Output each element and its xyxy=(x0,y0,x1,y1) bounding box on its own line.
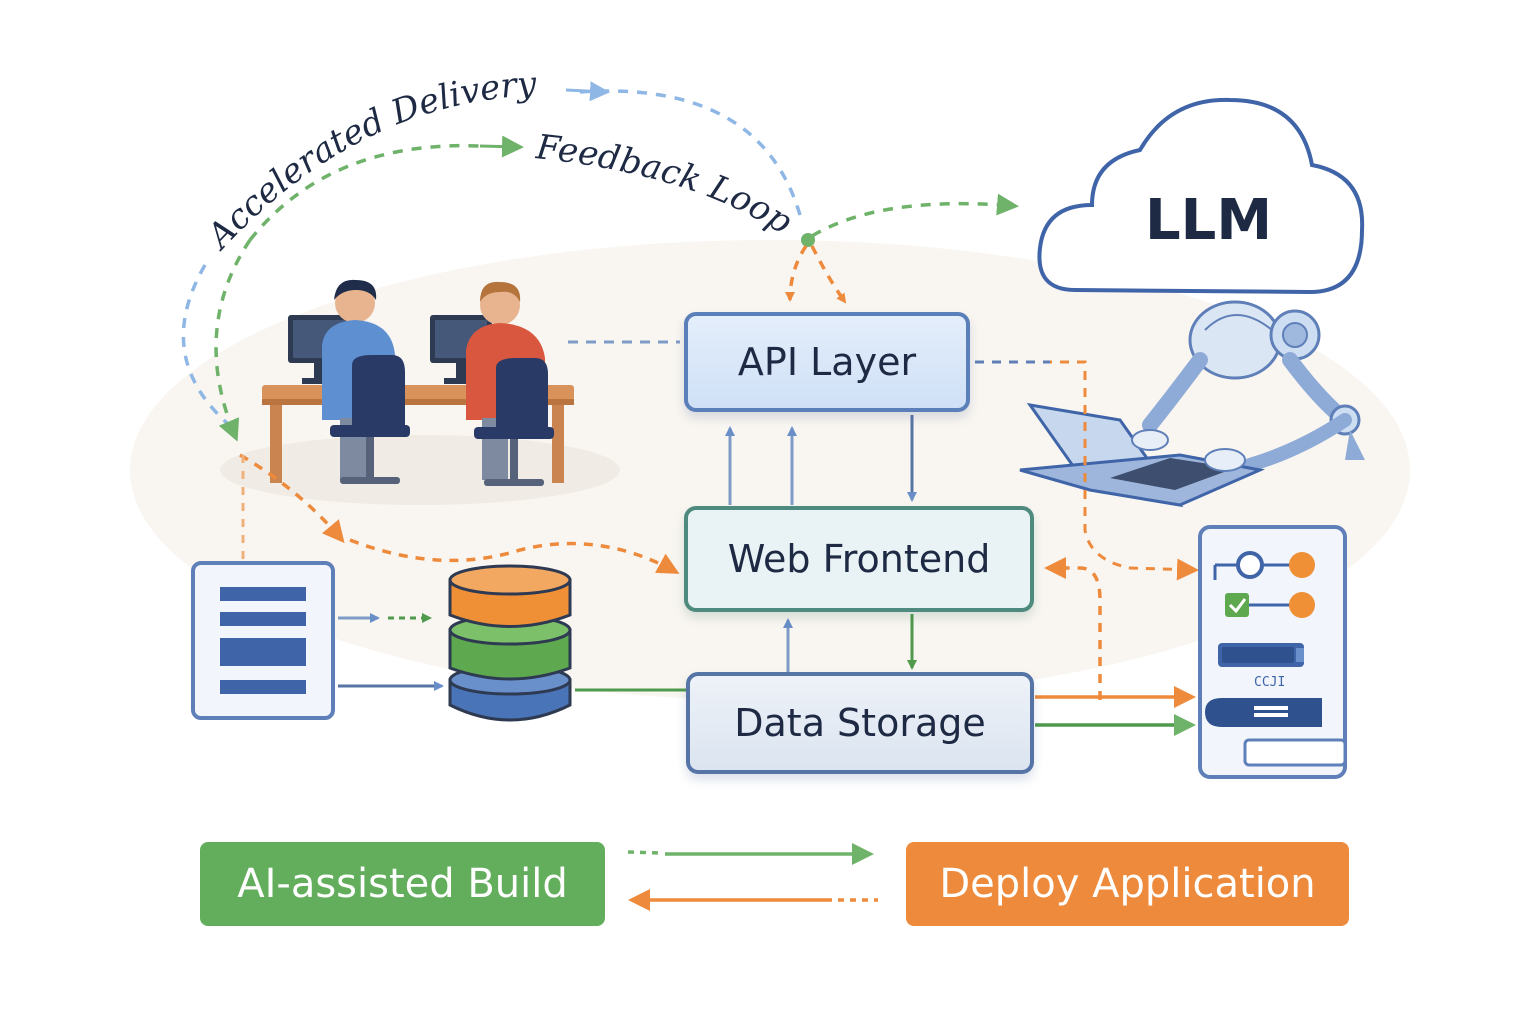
deploy-application-button[interactable]: Deploy Application xyxy=(906,842,1349,926)
deploy-application-label: Deploy Application xyxy=(939,861,1316,907)
data-storage-label: Data Storage xyxy=(734,701,986,745)
accel-loop-left xyxy=(181,264,237,432)
junction-to-api-arrow-1 xyxy=(785,245,808,302)
ai-assisted-build-label: AI-assisted Build xyxy=(237,861,568,907)
api-layer-node[interactable]: API Layer xyxy=(684,312,970,412)
panel-caption: CCJI xyxy=(1254,675,1285,690)
llm-label: LLM xyxy=(1145,188,1273,253)
feedback-loop-left xyxy=(214,239,252,442)
loop-to-web-arrow xyxy=(349,538,680,574)
accel-arrowhead xyxy=(565,81,610,102)
api-to-panel-arrow xyxy=(975,360,1199,581)
loop-junction xyxy=(801,233,815,247)
document-icon xyxy=(191,561,335,720)
junction-to-llm-arrow xyxy=(811,193,1019,238)
status-panel: CCJI xyxy=(1198,525,1347,779)
feedback-arrowhead xyxy=(479,135,524,158)
llm-cloud xyxy=(1037,97,1365,295)
database-icon xyxy=(448,564,572,722)
data-storage-node[interactable]: Data Storage xyxy=(686,672,1034,774)
web-frontend-node[interactable]: Web Frontend xyxy=(684,506,1034,612)
build-to-deploy-dash xyxy=(627,850,661,855)
api-layer-label: API Layer xyxy=(737,340,917,384)
accel-loop-right xyxy=(579,89,802,216)
junction-to-api-arrow-2 xyxy=(810,245,847,304)
ai-assisted-build-button[interactable]: AI-assisted Build xyxy=(200,842,605,926)
robot-illustration xyxy=(1019,300,1365,508)
feedback-loop-top xyxy=(248,143,481,242)
developers-illustration xyxy=(220,279,620,505)
panel-to-web-arrow xyxy=(1044,557,1102,700)
accelerated-delivery-label: Accelerated Delivery xyxy=(198,64,539,258)
web-frontend-label: Web Frontend xyxy=(727,537,991,581)
